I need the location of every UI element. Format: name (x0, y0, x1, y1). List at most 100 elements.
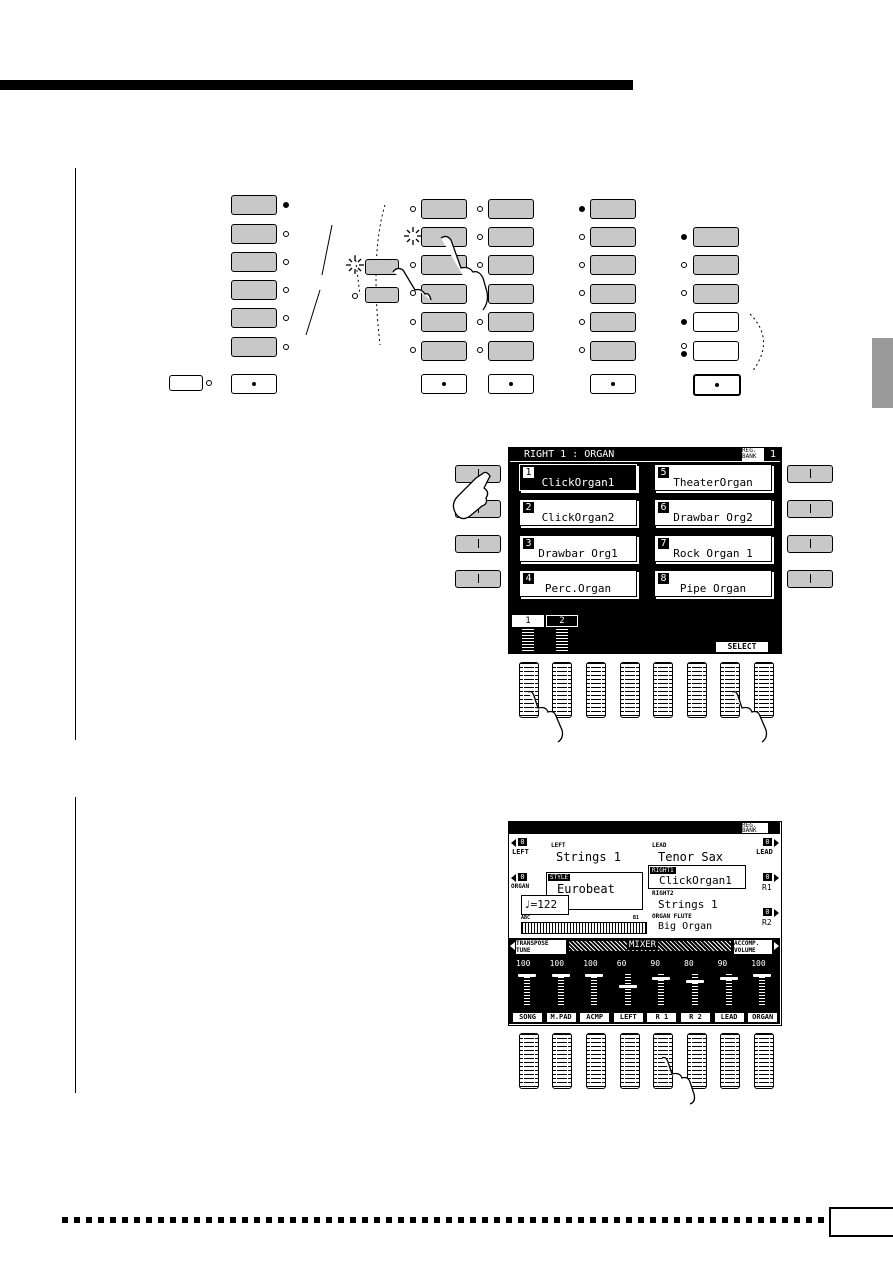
light-burst-icon (346, 256, 364, 274)
mixer-button-4[interactable] (620, 1033, 640, 1089)
lcd-bottom-button-8[interactable] (754, 662, 774, 718)
voice-name: Pipe Organ (679, 582, 747, 595)
panel-button[interactable] (488, 341, 534, 361)
fader-knob (753, 974, 772, 977)
lcd-right-button-g[interactable] (787, 500, 833, 518)
led-indicator (477, 262, 483, 268)
led-indicator (477, 206, 483, 212)
channel-fader (658, 974, 665, 1006)
led-indicator (579, 347, 585, 353)
channel-value: 100 (583, 959, 598, 968)
panel-button[interactable] (590, 255, 636, 275)
panel-button[interactable] (488, 255, 534, 275)
lcd-bottom-button-5[interactable] (653, 662, 673, 718)
lcd-header (509, 822, 780, 834)
panel-button[interactable] (693, 341, 739, 361)
lcd-left-button-d[interactable] (455, 570, 501, 588)
panel-button[interactable] (488, 199, 534, 219)
panel-button[interactable] (169, 375, 203, 391)
header-bar (0, 80, 633, 90)
panel-button[interactable] (421, 312, 467, 332)
page-tab-2[interactable]: 2 (546, 615, 578, 627)
fader-knob (551, 974, 570, 977)
panel-button[interactable] (590, 199, 636, 219)
channel-label: M.PAD (546, 1013, 576, 1022)
panel-button[interactable] (421, 341, 467, 361)
accomp-volume-tab[interactable]: ACCOMP. VOLUME (734, 940, 772, 954)
mixer-button-5[interactable] (653, 1033, 673, 1089)
panel-button[interactable] (231, 252, 277, 272)
panel-button[interactable] (231, 224, 277, 244)
channel-label: LEAD (714, 1013, 744, 1022)
panel-button[interactable] (365, 287, 399, 303)
channel-label: ORGAN (748, 1013, 778, 1022)
panel-button[interactable] (488, 312, 534, 332)
led-indicator (410, 206, 416, 212)
led-indicator (681, 234, 687, 240)
lcd-right-button-h[interactable] (787, 535, 833, 553)
mixer-button-8[interactable] (754, 1033, 774, 1089)
lcd-bottom-button-2[interactable] (552, 662, 572, 718)
lcd-bottom-button-3[interactable] (586, 662, 606, 718)
channel-fader (557, 974, 564, 1006)
panel-button[interactable] (693, 312, 739, 332)
lead-num: 0 (763, 838, 772, 846)
panel-button[interactable] (421, 374, 467, 394)
panel-button[interactable] (590, 341, 636, 361)
lcd-bottom-button-6[interactable] (687, 662, 707, 718)
right1-tag: RIGHT1 (650, 867, 676, 874)
panel-button[interactable] (231, 337, 277, 357)
tempo: ♩=122 (524, 898, 558, 911)
panel-button[interactable] (693, 255, 739, 275)
mixer-button-1[interactable] (519, 1033, 539, 1089)
panel-button[interactable] (231, 280, 277, 300)
pressing-hand-icon (731, 690, 768, 743)
lcd-bottom-button-7[interactable] (720, 662, 740, 718)
lcd-left-button-c[interactable] (455, 535, 501, 553)
left-arrow-icon (510, 574, 515, 582)
lcd-bottom-button-1[interactable] (519, 662, 539, 718)
lcd-right-button-f[interactable] (787, 465, 833, 483)
page-tab-1[interactable]: 1 (512, 615, 544, 627)
panel-button[interactable] (488, 374, 534, 394)
lcd-bottom-button-4[interactable] (620, 662, 640, 718)
panel-button[interactable] (590, 312, 636, 332)
panel-button[interactable] (231, 374, 277, 394)
channel-fader (624, 974, 631, 1006)
lcd-right-button-i[interactable] (787, 570, 833, 588)
panel-button[interactable] (590, 374, 636, 394)
panel-button[interactable] (693, 374, 741, 396)
mixer-button-6[interactable] (687, 1033, 707, 1089)
panel-button[interactable] (365, 259, 399, 275)
panel-button[interactable] (488, 284, 534, 304)
panel-button[interactable] (693, 284, 739, 304)
mixer-button-3[interactable] (586, 1033, 606, 1089)
r2-num: 0 (763, 908, 772, 916)
channel-label: R 1 (647, 1013, 677, 1022)
right-arrow-icon (775, 468, 780, 476)
led-indicator (283, 344, 289, 350)
voice-number: 5 (658, 467, 669, 478)
panel-button[interactable] (421, 199, 467, 219)
panel-button[interactable] (231, 195, 277, 215)
transpose-tune-tab[interactable]: TRANSPOSE TUNE (516, 940, 566, 954)
organ-flute-voice: Big Organ (658, 921, 713, 932)
panel-button[interactable] (231, 308, 277, 328)
led-indicator (283, 259, 289, 265)
panel-button[interactable] (693, 227, 739, 247)
panel-button[interactable] (590, 284, 636, 304)
mixer-button-7[interactable] (720, 1033, 740, 1089)
panel-button[interactable] (421, 284, 467, 304)
led-indicator (579, 262, 585, 268)
panel-button[interactable] (488, 227, 534, 247)
mixer-button-2[interactable] (552, 1033, 572, 1089)
panel-button[interactable] (590, 227, 636, 247)
